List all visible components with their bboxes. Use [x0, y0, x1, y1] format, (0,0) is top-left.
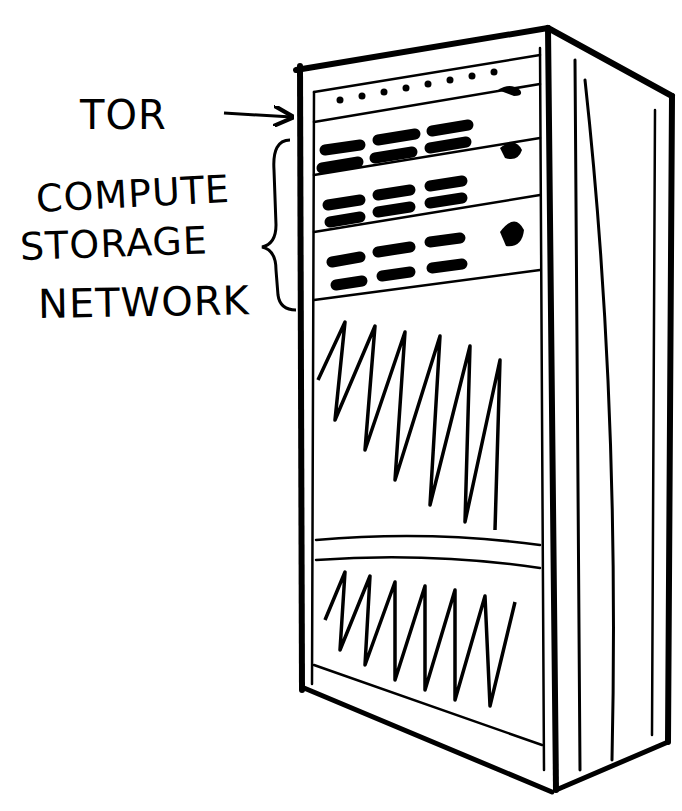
vent-scribble — [318, 322, 515, 706]
drive-bays — [322, 125, 468, 285]
unit-handles — [500, 142, 524, 246]
tor-label: TOR — [80, 95, 167, 135]
rack-content-label: NETWORK — [38, 280, 250, 324]
leader-arrow — [224, 113, 292, 117]
tor-leds — [337, 69, 522, 104]
rack-content-label: STORAGE — [19, 221, 208, 266]
rack-outline — [296, 28, 672, 792]
rack-content-label: COMPUTE — [35, 170, 231, 218]
curly-brace — [262, 140, 296, 310]
